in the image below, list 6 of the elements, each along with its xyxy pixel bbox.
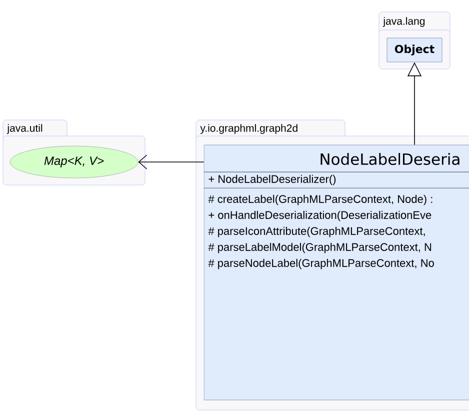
association-arrow <box>138 154 204 170</box>
node-label: java.util <box>6 124 42 134</box>
class-box: NodeLabelDeseria + NodeLabelDeserializer() # createLabel(GraphMLParseContext, Node) : + onHandleDeserialization(DeserializationEve # parseIconAttribute(GraphMLParseContext, # parseLabelModel(GraphMLParseContext, N # parseNodeLabel(GraphMLParseContext, No <box>204 144 469 400</box>
node-label: y.io.graphml.graph2d <box>200 124 298 134</box>
class-box: Object <box>386 38 442 62</box>
node-label: java.lang <box>382 17 425 27</box>
